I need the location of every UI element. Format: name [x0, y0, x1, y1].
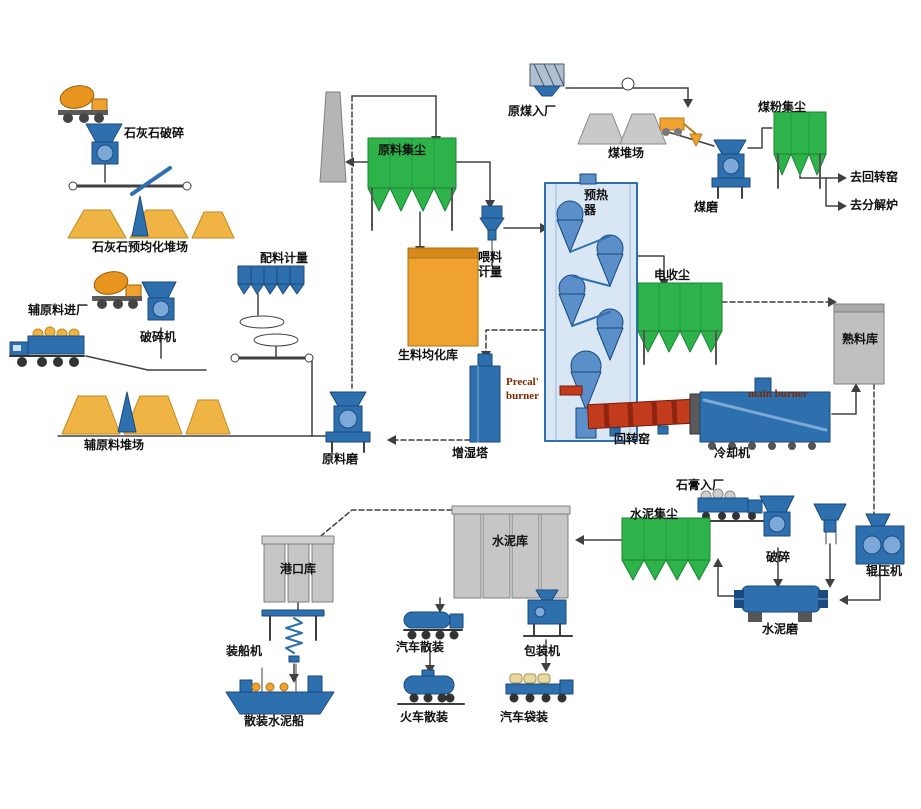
duct-lines: [57, 87, 881, 679]
chimney-icon: [319, 91, 347, 183]
label-to-rotary-kiln: 去回转窑: [850, 170, 899, 184]
label-cement-silo: 水泥库: [492, 534, 529, 548]
gypsum-truck-icon: [689, 488, 769, 522]
label-coal-yard: 煤堆场: [608, 146, 645, 160]
label-gypsum-entry: 石膏入厂: [676, 478, 725, 492]
label-limestone-preblending-yard: 石灰石预均化堆场: [92, 240, 189, 254]
label-truck-bagged: 汽车袋装: [500, 710, 549, 724]
rotary-kiln-icon: [586, 393, 703, 437]
cooler-icon: [699, 377, 831, 450]
limestone-piles-icon: [67, 195, 235, 239]
precalciner-burner-icon: [559, 385, 583, 396]
aux-mixer-truck-icon: [92, 271, 142, 309]
limestone-conveyor-icon: [68, 166, 192, 196]
coal-dust-collector-icon: [773, 111, 827, 189]
preheater-icon: [544, 173, 638, 442]
bagged-truck-icon: [505, 673, 574, 703]
batching-bins-icon: [230, 265, 314, 363]
label-bulk-cement-ship: 散装水泥船: [244, 714, 305, 728]
label-packing-machine: 包装机: [524, 644, 561, 658]
label-train-bulk: 火车散装: [400, 710, 449, 724]
label-aux-material-yard: 辅原料堆场: [84, 438, 145, 452]
label-clinker-silo: 熟料库: [842, 332, 879, 346]
raw-mill-icon: [325, 391, 371, 453]
cement-dust-collector-icon: [621, 517, 711, 581]
rail-tanker-icon: [397, 669, 465, 705]
feed-hopper-icon: [813, 503, 847, 545]
humidifying-tower-icon: [469, 353, 501, 443]
port-silo-icon: [261, 535, 335, 603]
label-coal-dust-collector: 煤粉集尘: [758, 100, 807, 114]
aux-piles-icon: [61, 391, 231, 435]
gypsum-crusher-icon: [759, 495, 795, 537]
label-esp: 电收尘: [654, 268, 691, 282]
feeding-metering-icon: [479, 205, 505, 251]
raw-meal-silo-icon: [407, 247, 479, 347]
packing-machine-icon: [523, 589, 573, 637]
limestone-mixer-truck-icon: [58, 85, 108, 123]
limestone-crusher-icon: [85, 123, 123, 165]
label-preheater: 预热 器: [584, 188, 609, 217]
label-coal-mill: 煤磨: [694, 200, 719, 214]
label-cooler: 冷却机: [714, 446, 751, 460]
ship-loader-icon: [261, 609, 325, 663]
label-precal-burner: Precal' burner: [506, 376, 539, 402]
label-cement-dust-collector: 水泥集尘: [630, 507, 679, 521]
label-humidifying-tower: 增湿塔: [452, 446, 489, 460]
label-raw-meal-silo: 生料均化库: [398, 348, 459, 362]
roller-press-icon: [855, 513, 905, 565]
coal-mill-icon: [711, 139, 751, 199]
coal-grab-crane-icon: [659, 117, 703, 147]
bulk-truck-icon: [403, 611, 464, 640]
label-crusher-machine: 破碎机: [140, 330, 177, 344]
label-crushing: 破碎: [766, 550, 791, 564]
label-raw-mill: 原料磨: [322, 452, 359, 466]
clinker-silo-icon: [833, 303, 885, 385]
label-batching-metering: 配料计量: [260, 251, 309, 265]
label-raw-coal-entry: 原煤入厂: [508, 104, 557, 118]
aux-crusher-icon: [141, 281, 177, 321]
label-truck-bulk: 汽车散装: [396, 640, 445, 654]
coal-yard-piles-icon: [577, 113, 667, 145]
label-port-silo: 港口库: [280, 562, 317, 576]
bulk-cement-ship-icon: [225, 663, 335, 715]
label-feeding-metering: 喂料 计量: [478, 250, 503, 279]
label-roller-press: 辊压机: [866, 564, 903, 578]
label-cement-mill: 水泥磨: [762, 622, 799, 636]
label-ship-loader: 装船机: [226, 644, 263, 658]
electrostatic-precipitator-icon: [637, 282, 723, 365]
raw-dust-collector-icon: [367, 137, 457, 231]
label-aux-material-entry: 辅原料进厂: [28, 303, 89, 317]
label-limestone-crushing: 石灰石破碎: [124, 126, 185, 140]
label-raw-dust-collector: 原料集尘: [378, 143, 427, 157]
label-rotary-kiln: 回转窑: [614, 432, 651, 446]
raw-coal-crusher-icon: [529, 63, 635, 97]
label-to-calciner: 去分解炉: [850, 198, 899, 212]
label-main-burner: main burner: [748, 388, 808, 400]
cement-silo-icon: [451, 505, 571, 599]
dump-truck-icon: [9, 326, 85, 367]
cement-mill-icon: [733, 585, 829, 622]
